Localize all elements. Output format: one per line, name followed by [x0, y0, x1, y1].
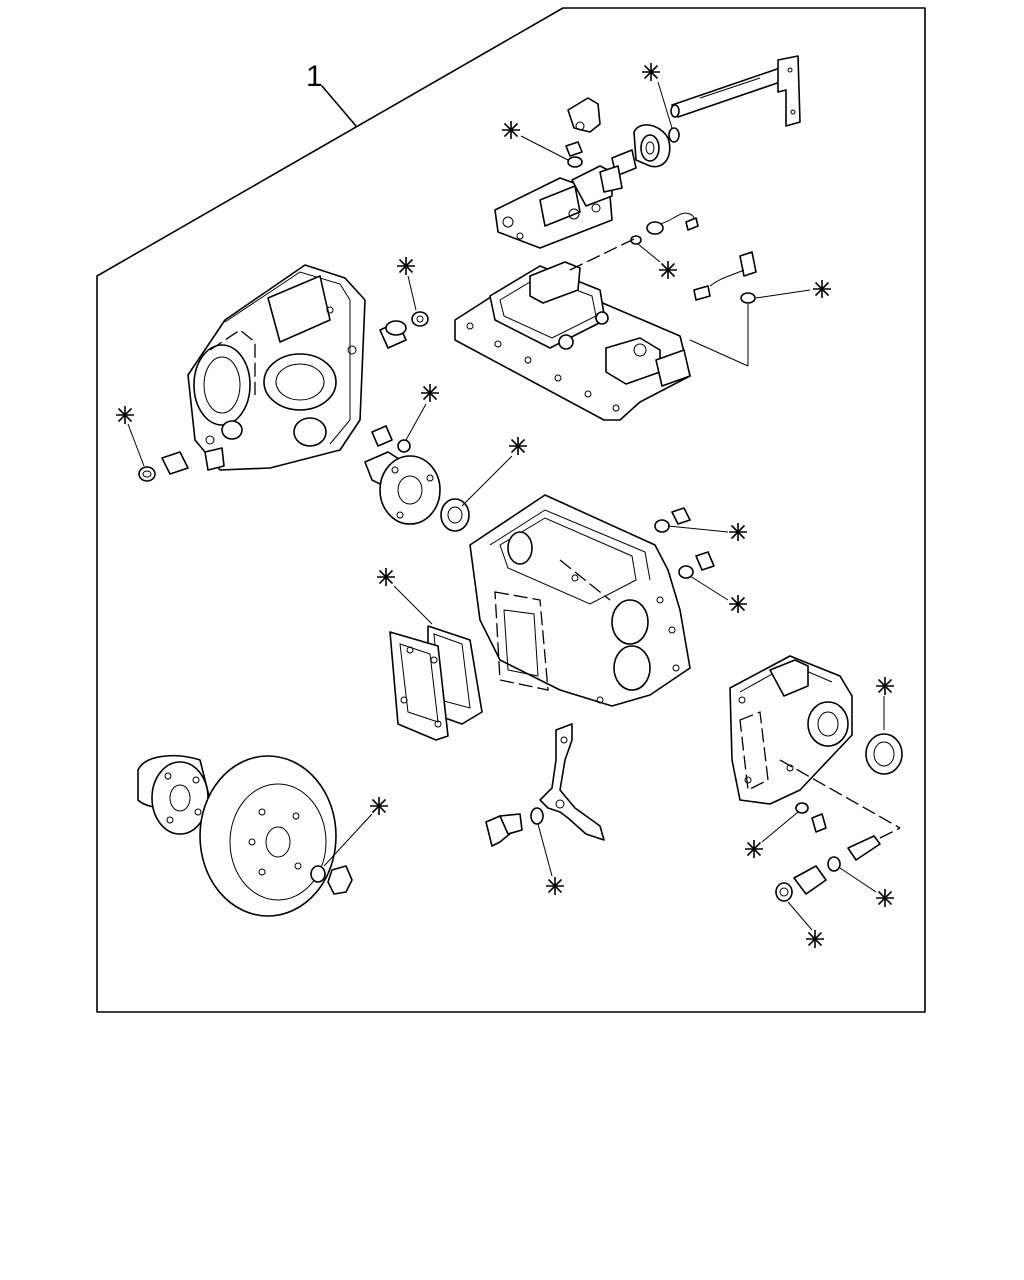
asterisk-icon — [501, 120, 521, 140]
brake-drum — [199, 755, 337, 917]
asterisk-icon — [744, 839, 764, 859]
asterisk-icon — [376, 567, 396, 587]
retainer-bolt — [371, 425, 411, 453]
top-cover — [454, 237, 691, 421]
assembly-callout-number: 1 — [306, 60, 323, 93]
asterisk-icon — [369, 796, 389, 816]
asterisk-icon — [805, 929, 825, 949]
drain-plug-lower — [678, 551, 715, 579]
asterisk-icon — [115, 405, 135, 425]
assembly-leader-line — [321, 85, 357, 127]
sensor-switch — [693, 251, 757, 304]
shift-knob — [611, 124, 671, 177]
selector-shaft — [668, 55, 801, 143]
dowel-bushing — [138, 451, 189, 482]
switch-plug-wire — [630, 212, 699, 245]
asterisk-icon — [420, 383, 440, 403]
asterisk-icon — [658, 260, 678, 280]
asterisk-icon — [641, 62, 661, 82]
asterisk-icon — [545, 876, 565, 896]
speedometer-sleeve — [775, 827, 901, 902]
shift-fork — [539, 723, 605, 841]
transmission-case — [469, 494, 691, 707]
rear-oil-seal — [865, 733, 903, 775]
control-housing — [494, 165, 623, 249]
asterisk-icon — [728, 522, 748, 542]
case-gaskets — [389, 625, 483, 741]
flange-nut — [310, 865, 353, 895]
asterisk-icon — [508, 436, 528, 456]
asterisk-icon — [875, 676, 895, 696]
bushing-pair — [379, 311, 429, 349]
assembly-frame — [96, 7, 926, 1013]
asterisk-icon — [875, 888, 895, 908]
fork-pin — [485, 807, 544, 847]
rear-plug — [795, 802, 827, 833]
oil-seal — [440, 498, 470, 532]
companion-flange — [137, 754, 211, 835]
drain-plug-upper — [654, 507, 691, 533]
bearing-retainer — [364, 451, 441, 525]
asterisk-icon — [728, 594, 748, 614]
shift-lever-head — [565, 97, 601, 168]
asterisk-icon — [812, 279, 832, 299]
asterisk-icon — [396, 256, 416, 276]
rear-extension — [729, 655, 901, 829]
clutch-housing — [187, 264, 366, 471]
